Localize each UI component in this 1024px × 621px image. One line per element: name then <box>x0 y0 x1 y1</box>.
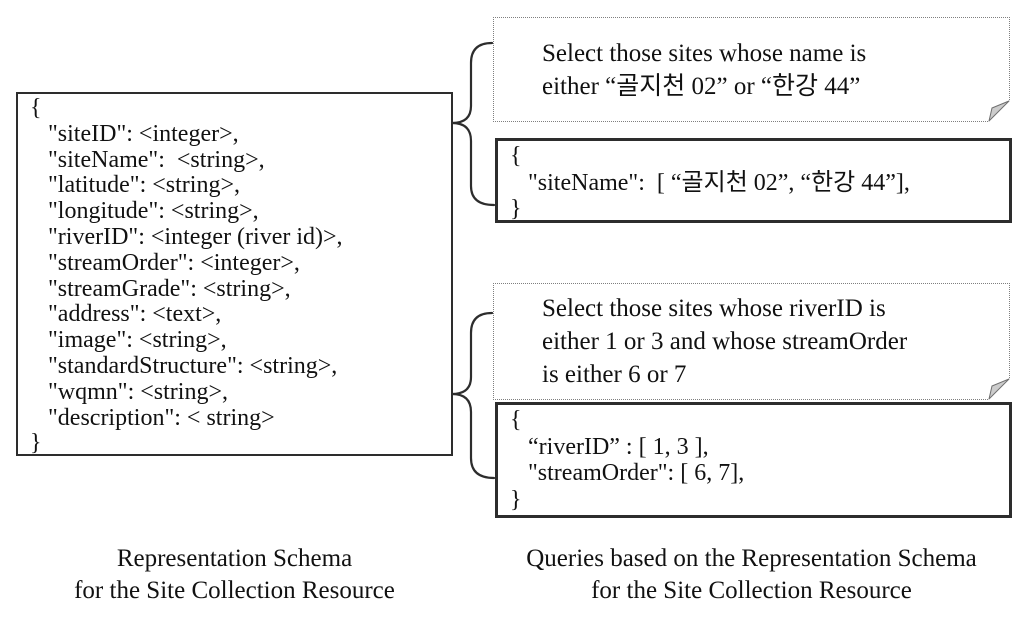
schema-line: } <box>30 430 42 457</box>
queries-caption: Queries based on the Representation Sche… <box>483 543 1020 607</box>
query-code-line: "siteName": [ “골지천 02”, “한강 44”], <box>510 169 910 196</box>
folded-corner-icon <box>988 378 1010 400</box>
query-code-line: } <box>510 486 522 513</box>
note-line: is either 6 or 7 <box>542 361 687 388</box>
query1-code-box: { "siteName": [ “골지천 02”, “한강 44”], } <box>495 138 1012 223</box>
schema-line: "streamGrade": <string>, <box>30 275 291 302</box>
note-line: either “골지천 02” or “한강 44” <box>542 72 861 100</box>
query-code-line: } <box>510 196 522 222</box>
query2-code-box: { “riverID” : [ 1, 3 ], "streamOrder": [… <box>495 402 1012 518</box>
note-line: Select those sites whose riverID is <box>542 295 886 322</box>
schema-line: "wqmn": <string>, <box>30 378 228 405</box>
caption-line: for the Site Collection Resource <box>74 577 395 604</box>
schema-line: "standardStructure": <string>, <box>30 352 338 379</box>
query2-note-box: Select those sites whose riverID is eith… <box>493 283 1010 400</box>
schema-line: "streamOrder": <integer>, <box>30 249 300 276</box>
schema-line: { <box>30 95 42 121</box>
schema-caption: Representation Schema for the Site Colle… <box>16 543 453 607</box>
note-line: either 1 or 3 and whose streamOrder <box>542 328 908 355</box>
schema-line: "riverID": <integer (river id)>, <box>30 223 343 250</box>
query1-note-box: Select those sites whose name is either … <box>493 17 1010 122</box>
schema-line: "siteName": <string>, <box>30 146 265 173</box>
folded-corner-icon <box>988 100 1010 122</box>
schema-line: "longitude": <string>, <box>30 198 259 225</box>
note-line: Select those sites whose name is <box>542 39 867 67</box>
schema-line: "address": <text>, <box>30 301 222 328</box>
query-code-line: "streamOrder": [ 6, 7], <box>510 460 745 486</box>
caption-line: Queries based on the Representation Sche… <box>526 545 977 572</box>
schema-line: "description": < string> <box>30 404 275 431</box>
caption-line: for the Site Collection Resource <box>591 577 912 604</box>
schema-box: { "siteID": <integer>, "siteName": <stri… <box>16 92 453 456</box>
caption-line: Representation Schema <box>116 545 353 572</box>
query-code-line: { <box>510 407 522 433</box>
brace-connector-bottom <box>451 311 496 480</box>
schema-line: "siteID": <integer>, <box>30 120 239 147</box>
schema-line: "latitude": <string>, <box>30 172 240 199</box>
query-code-line: “riverID” : [ 1, 3 ], <box>510 433 709 460</box>
query-code-line: { <box>510 143 522 169</box>
brace-connector-top <box>451 41 496 207</box>
schema-line: "image": <string>, <box>30 327 227 354</box>
